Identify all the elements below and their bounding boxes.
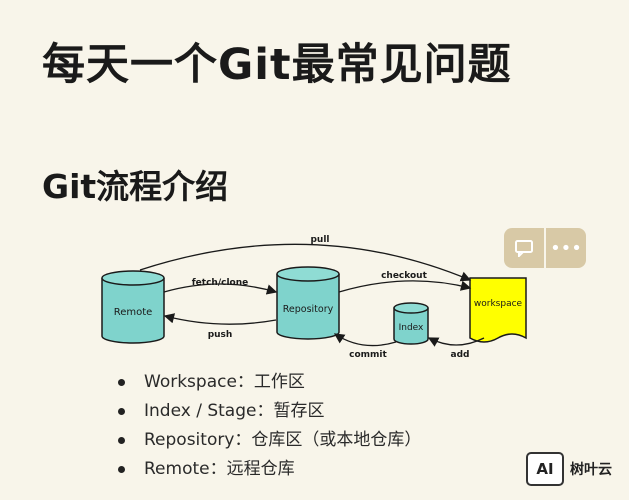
index-node: Index: [393, 302, 429, 345]
floating-action-group: •••: [504, 228, 586, 268]
comment-button[interactable]: [504, 228, 544, 268]
commit-label: commit: [349, 350, 387, 360]
legend-item-workspace: Workspace：工作区: [118, 368, 421, 397]
more-button[interactable]: •••: [546, 228, 586, 268]
remote-node: Remote: [101, 270, 165, 344]
add-label: add: [451, 350, 470, 360]
workspace-node: workspace: [469, 277, 527, 343]
workspace-label: workspace: [474, 299, 523, 309]
comment-icon: [515, 240, 533, 257]
section-title: Git流程介绍: [42, 167, 229, 206]
pull-arrow: [139, 243, 472, 282]
git-flow-diagram: Remote Repository Index workspace pull f…: [101, 235, 527, 360]
legend-item-repository: Repository：仓库区（或本地仓库）: [118, 426, 421, 455]
add-arrow: [427, 337, 485, 347]
watermark: AI 树叶云: [526, 452, 612, 486]
watermark-text: 树叶云: [570, 462, 612, 478]
legend-item-index: Index / Stage：暂存区: [118, 397, 421, 426]
legend-list: Workspace：工作区 Index / Stage：暂存区 Reposito…: [118, 368, 421, 484]
more-dots-icon: •••: [550, 237, 582, 259]
fetch-clone-label: fetch/clone: [192, 278, 248, 288]
repository-label: Repository: [283, 304, 334, 315]
commit-arrow: [333, 333, 397, 347]
legend-item-remote: Remote：远程仓库: [118, 455, 421, 484]
repository-node: Repository: [276, 266, 340, 340]
push-arrow: [163, 313, 277, 325]
pull-label: pull: [310, 235, 329, 245]
checkout-arrow: [338, 280, 472, 293]
fetch-clone-arrow: [163, 283, 278, 295]
index-label: Index: [399, 323, 424, 333]
remote-label: Remote: [114, 307, 153, 318]
checkout-label: checkout: [381, 271, 428, 281]
watermark-logo: AI: [526, 452, 564, 486]
page-title: 每天一个Git最常见问题: [42, 40, 512, 90]
push-label: push: [208, 330, 233, 340]
